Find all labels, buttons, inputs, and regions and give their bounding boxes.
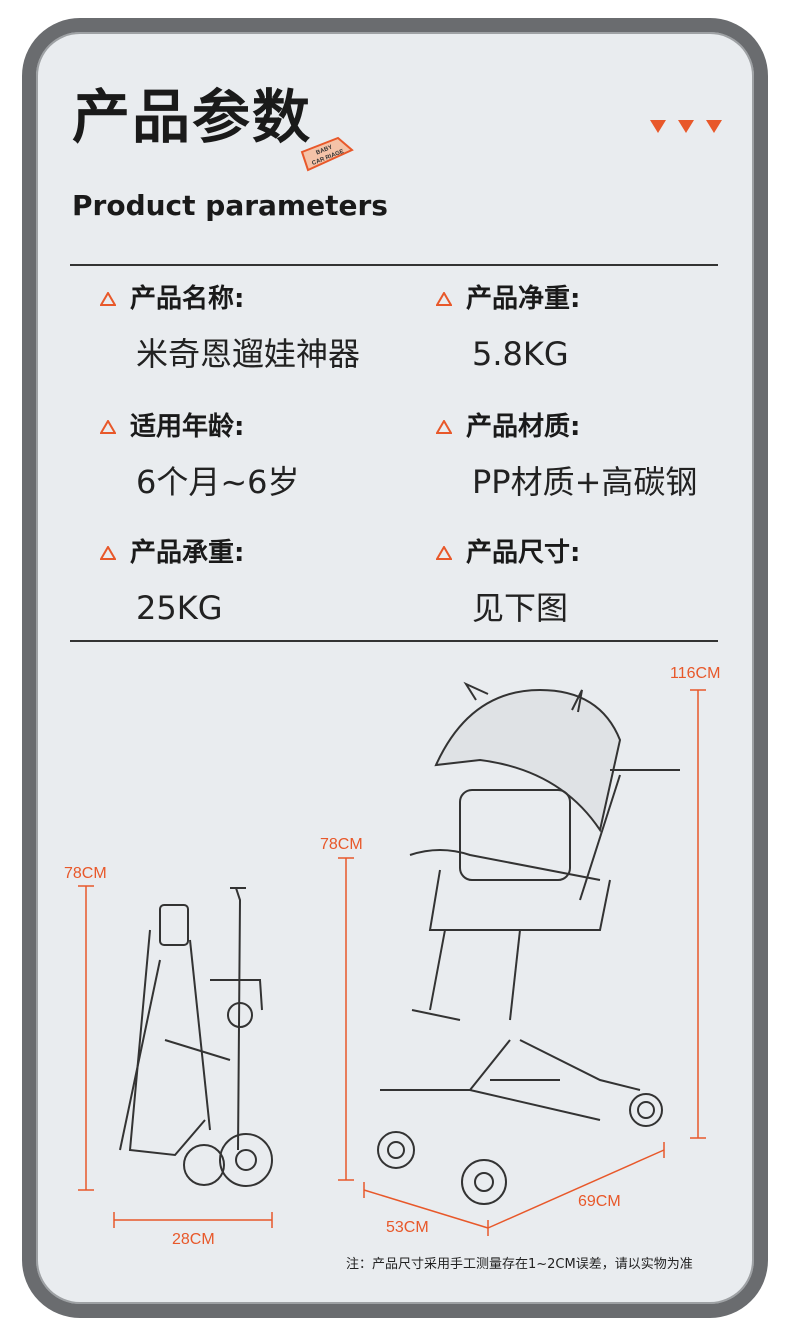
length-label: 69CM bbox=[578, 1193, 621, 1210]
down-arrow-icon bbox=[678, 120, 694, 133]
param-age: 适用年龄: 6个月~6岁 bbox=[100, 414, 300, 498]
warning-triangle-icon bbox=[100, 420, 116, 434]
param-label: 产品承重: bbox=[130, 538, 245, 568]
param-label: 适用年龄: bbox=[130, 412, 245, 442]
param-label: 产品净重: bbox=[466, 284, 581, 314]
folded-stroller-drawing bbox=[119, 887, 273, 1187]
page-subtitle: Product parameters bbox=[72, 189, 388, 222]
divider-top bbox=[70, 264, 718, 266]
depth-label: 53CM bbox=[386, 1219, 429, 1236]
param-material: 产品材质: PP材质+高碳钢 bbox=[436, 414, 697, 498]
warning-triangle-icon bbox=[436, 292, 452, 306]
param-product-name: 产品名称: 米奇恩遛娃神器 bbox=[100, 286, 360, 370]
badge-line1: BABY bbox=[315, 145, 333, 157]
folded-height-label: 78CM bbox=[64, 865, 107, 882]
seat-height-label: 78CM bbox=[320, 836, 363, 853]
warning-triangle-icon bbox=[436, 420, 452, 434]
down-arrow-icon bbox=[650, 120, 666, 133]
warning-triangle-icon bbox=[436, 546, 452, 560]
param-value: 5.8KG bbox=[472, 335, 569, 373]
down-arrow-icon bbox=[706, 120, 722, 133]
warning-triangle-icon bbox=[100, 292, 116, 306]
param-size: 产品尺寸: 见下图 bbox=[436, 540, 580, 624]
param-label: 产品尺寸: bbox=[466, 538, 581, 568]
dimension-lines bbox=[78, 689, 706, 1236]
param-net-weight: 产品净重: 5.8KG bbox=[436, 286, 580, 370]
total-height-label: 116CM bbox=[670, 665, 721, 682]
param-label: 产品材质: bbox=[466, 412, 581, 442]
stroller-drawing bbox=[377, 681, 680, 1205]
down-arrows bbox=[650, 120, 722, 133]
footnote: 注：产品尺寸采用手工测量存在1~2CM误差，请以实物为准 bbox=[346, 1257, 693, 1272]
card-frame bbox=[22, 18, 768, 1318]
param-label: 产品名称: bbox=[130, 284, 245, 314]
param-load: 产品承重: 25KG bbox=[100, 540, 244, 624]
baby-carriage-badge: BABY CAR RIAGE bbox=[300, 136, 354, 172]
param-value: 6个月~6岁 bbox=[136, 463, 300, 501]
param-value: 见下图 bbox=[472, 589, 569, 627]
warning-triangle-icon bbox=[100, 546, 116, 560]
page-title: 产品参数 bbox=[72, 83, 313, 151]
folded-width-label: 28CM bbox=[172, 1231, 215, 1248]
param-value: 25KG bbox=[136, 589, 223, 627]
param-value: 米奇恩遛娃神器 bbox=[136, 335, 361, 373]
param-value: PP材质+高碳钢 bbox=[472, 463, 698, 501]
divider-bottom bbox=[70, 640, 718, 642]
